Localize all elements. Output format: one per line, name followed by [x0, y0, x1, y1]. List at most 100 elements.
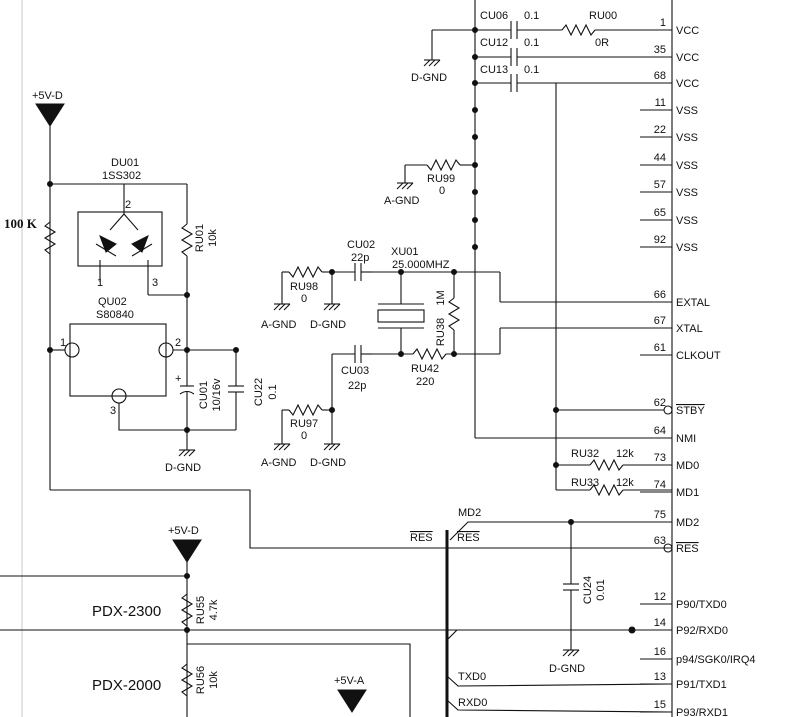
du01-pin3: 3 — [152, 277, 158, 289]
r-100k-label: 100 K — [4, 216, 38, 231]
mcu-pin-name: NMI — [676, 433, 696, 445]
cap-cu06: CU06 0.1 — [432, 10, 562, 39]
cu03-ref: CU03 — [341, 365, 369, 377]
mcu-pin-name: VSS — [676, 215, 698, 227]
txd0-label: TXD0 — [458, 671, 486, 683]
gnd-ru98: A-GND D-GND — [261, 303, 346, 331]
junction-ru55-bottom — [184, 627, 190, 633]
ru99-ref: RU99 — [427, 173, 455, 185]
mcu-pin-number: 74 — [654, 479, 666, 491]
mcu-pin-number: 57 — [654, 179, 666, 191]
rail-5vd-bottom-label: +5V-D — [168, 525, 199, 537]
cu03-value: 22p — [348, 380, 366, 392]
bus-tap-rxd0 — [446, 629, 458, 641]
wire-md2 — [449, 521, 672, 541]
mcu-pin-name: P90/TXD0 — [676, 599, 727, 611]
junction-vcc35 — [472, 54, 478, 60]
junction-xu01-top — [398, 269, 404, 275]
junction-vss92 — [472, 244, 478, 250]
resistor-ru00: RU00 0R — [561, 10, 672, 49]
du01-pin1: 1 — [97, 277, 103, 289]
mcu-pin-name: RES — [676, 543, 699, 555]
junction-5vd-du01 — [47, 181, 53, 187]
du01-value: 1SS302 — [102, 170, 141, 182]
mcu-pin-name: EXTAL — [676, 297, 710, 309]
junction-vss57 — [472, 189, 478, 195]
ru98-ref: RU98 — [290, 281, 318, 293]
dgnd-qu02-symbol: D-GND — [165, 430, 201, 474]
mcu-pin-number: 66 — [654, 289, 666, 301]
ru99-value: 0 — [439, 185, 445, 197]
mcu-pin-number: 63 — [654, 535, 666, 547]
resistor-ru33: RU33 12k — [556, 477, 672, 497]
pdx2300-label: PDX-2300 — [92, 603, 161, 620]
wire-rxd1 — [446, 699, 673, 713]
cu24-ref: CU24 — [582, 576, 594, 604]
ru38-value: 1M — [435, 290, 447, 305]
mcu-pin-name: VSS — [676, 132, 698, 144]
mcu-pin-number: 65 — [654, 207, 666, 219]
dgnd-ru98-label: D-GND — [310, 319, 346, 331]
cap-cu22: CU22 0.1 — [228, 350, 279, 430]
mcu-pin-number: 14 — [654, 617, 666, 629]
resistor-ru38: 1M RU38 — [435, 272, 461, 354]
cu02-value: 22p — [351, 252, 369, 264]
junction-vss11 — [472, 107, 478, 113]
mcu-pin-number: 11 — [655, 97, 666, 109]
du01-pin2: 2 — [125, 199, 131, 211]
dgnd-top-label: D-GND — [411, 72, 447, 84]
cu12-ref: CU12 — [480, 37, 508, 49]
du01-ref: DU01 — [111, 157, 139, 169]
mcu-pin-name: VCC — [676, 25, 699, 37]
junction-vcc1 — [472, 27, 478, 33]
md2-label: MD2 — [458, 507, 481, 519]
agnd-ru98-label: A-GND — [261, 319, 297, 331]
wire-res — [50, 489, 672, 549]
dgnd-cu24-label: D-GND — [549, 663, 585, 675]
gnd-ru97: A-GND D-GND — [261, 443, 346, 469]
junction-vcc68 — [472, 80, 478, 86]
junction-rxd0 — [628, 626, 636, 634]
rail-5vd-bottom: +5V-D — [168, 525, 202, 563]
cu01-ref: CU01 — [198, 381, 210, 409]
cu06-ref: CU06 — [480, 10, 508, 22]
mcu-pin-number: 16 — [654, 646, 666, 658]
ru97-value: 0 — [301, 430, 307, 442]
junction-ru97 — [329, 407, 335, 413]
rail-5vd-top-label: +5V-D — [32, 90, 63, 102]
mcu-pin-name: MD0 — [676, 460, 699, 472]
mcu-pin-name: P93/RXD1 — [676, 707, 728, 717]
rail-5vd-top: +5V-D — [32, 90, 65, 127]
mcu-pin-number: 44 — [654, 152, 666, 164]
mcu-pin-number: 35 — [654, 44, 666, 56]
resistor-ru56: RU56 10k — [180, 663, 220, 697]
mcu-pin-number: 67 — [654, 315, 666, 327]
cap-cu12: CU12 0.1 — [475, 37, 672, 66]
mcu-pin-name: MD1 — [676, 487, 699, 499]
mcu-pin-name: P91/TXD1 — [676, 679, 727, 691]
ru38-ref: RU38 — [435, 318, 447, 346]
ru33-ref: RU33 — [571, 477, 599, 489]
transistor-qu02: QU02 S80840 1 2 3 — [50, 296, 236, 431]
agnd-ru99-label: A-GND — [384, 195, 420, 207]
dgnd-top-symbol: D-GND — [411, 30, 447, 84]
ru32-value: 12k — [616, 448, 634, 460]
mcu-pin-number: 1 — [660, 17, 666, 29]
mcu-pin-number: 12 — [654, 591, 666, 603]
junction-ru55-top — [184, 573, 190, 579]
ru42-ref: RU42 — [411, 363, 439, 375]
res-label-left: RES — [410, 532, 433, 544]
junction-xu01-bottom — [398, 351, 404, 357]
cu13-ref: CU13 — [480, 64, 508, 76]
cu22-ref: CU22 — [253, 378, 265, 406]
mcu-pin-number: 61 — [654, 342, 666, 354]
rail-5va-label: +5V-A — [334, 675, 365, 687]
